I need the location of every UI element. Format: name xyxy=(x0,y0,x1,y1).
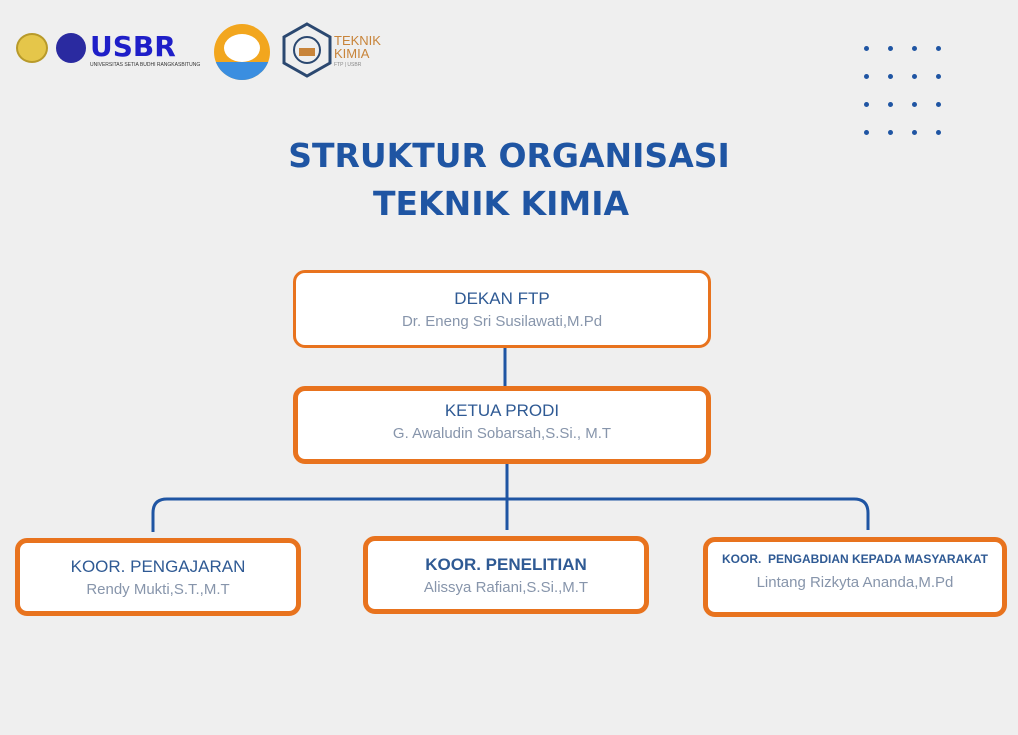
diktisaintek-logo xyxy=(214,24,270,80)
university-seal-logo xyxy=(16,33,48,63)
teknik-kimia-logo-subtitle: FTP | USBR xyxy=(334,62,362,68)
node-role: KETUA PRODI xyxy=(444,401,560,420)
node-koor-penelitian: KOOR. PENELITIAN Alissya Rafiani,S.Si.,M… xyxy=(363,536,649,614)
node-name: G. Awaludin Sobarsah,S.Si., M.T xyxy=(392,425,612,442)
node-name: Lintang Rizkyta Ananda,M.Pd xyxy=(756,574,954,591)
node-name: Dr. Eneng Sri Susilawati,M.Pd xyxy=(401,313,603,330)
node-role: KOOR. PENGABDIAN KEPADA MASYARAKAT xyxy=(721,552,988,566)
page-title-line1: STRUKTUR ORGANISASI xyxy=(288,136,730,175)
node-name: Rendy Mukti,S.T.,M.T xyxy=(86,581,230,598)
teknik-kimia-logo-text: TEKNIK KIMIA xyxy=(334,33,381,61)
node-koor-pengajaran: KOOR. PENGAJARAN Rendy Mukti,S.T.,M.T xyxy=(15,538,301,616)
node-role: DEKAN FTP xyxy=(454,289,550,308)
node-koor-pengabdian: KOOR. PENGABDIAN KEPADA MASYARAKAT Linta… xyxy=(703,537,1007,617)
node-name: Alissya Rafiani,S.Si.,M.T xyxy=(423,579,589,596)
node-ketua-prodi: KETUA PRODI G. Awaludin Sobarsah,S.Si., … xyxy=(293,386,711,464)
connector-branch xyxy=(151,497,870,532)
usbr-emblem-logo xyxy=(56,33,86,63)
usbr-logo-text: USBR xyxy=(90,30,176,63)
node-dekan: DEKAN FTP Dr. Eneng Sri Susilawati,M.Pd xyxy=(293,270,711,348)
page-title-line2: TEKNIK KIMIA xyxy=(372,184,630,223)
usbr-logo-subtitle: UNIVERSITAS SETIA BUDHI RANGKASBITUNG xyxy=(90,62,201,68)
teknik-kimia-hexagon-logo xyxy=(282,22,332,78)
node-role: KOOR. PENGAJARAN xyxy=(70,557,246,576)
logo-bar: USBR UNIVERSITAS SETIA BUDHI RANGKASBITU… xyxy=(16,20,396,80)
node-role: KOOR. PENELITIAN xyxy=(425,555,587,574)
